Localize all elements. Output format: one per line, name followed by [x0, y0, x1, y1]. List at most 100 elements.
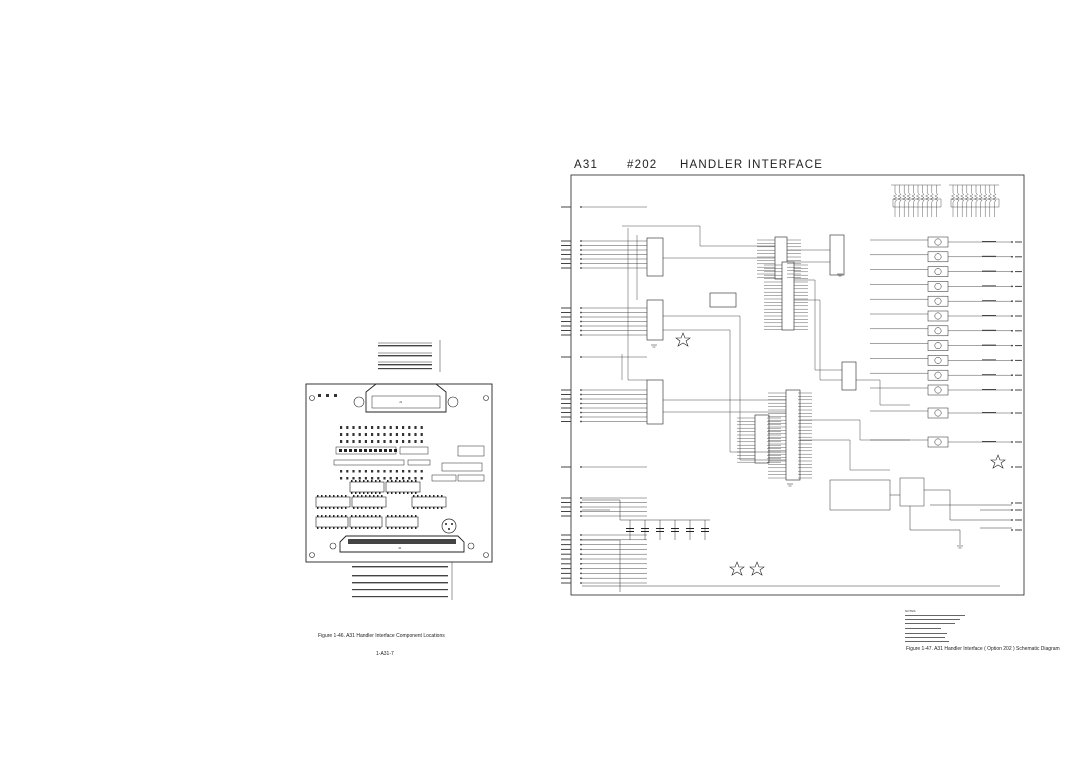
input-pin — [580, 420, 582, 423]
schematic-caption: Figure 1-47. A31 Handler Interface ( Opt… — [906, 646, 1060, 652]
pin-label — [1015, 330, 1022, 332]
ic-pin — [379, 492, 381, 494]
ic-pin — [387, 480, 389, 482]
component-pad — [358, 433, 361, 436]
ic-pin — [345, 507, 347, 509]
input-pin — [580, 548, 582, 551]
ic-pin — [381, 507, 383, 509]
resistor-pad — [344, 449, 347, 452]
component-pad — [371, 440, 374, 443]
pin-label — [561, 407, 571, 409]
component-pad — [377, 433, 380, 436]
component-pad — [340, 470, 343, 473]
ic-pin — [417, 495, 419, 497]
pin-label — [1015, 241, 1022, 243]
output-pin — [1011, 359, 1013, 362]
ic-pin — [341, 527, 343, 529]
pin-label — [1015, 374, 1022, 376]
resistor — [920, 185, 925, 217]
ic-pin — [363, 527, 365, 529]
input-pin — [580, 538, 582, 541]
resistor — [987, 185, 992, 217]
input-pin — [580, 329, 582, 332]
pin-label — [561, 254, 571, 255]
ic-pin — [375, 492, 377, 494]
optocoupler-transistor — [934, 342, 942, 350]
pin-label — [561, 356, 571, 358]
ic-pin — [367, 492, 369, 494]
dip-ic — [385, 516, 419, 528]
pin-label — [561, 515, 571, 517]
ic-pin — [353, 507, 355, 509]
output-pin — [1011, 412, 1013, 414]
component-pad — [377, 470, 380, 473]
pin-label — [561, 240, 571, 242]
pin-label — [1015, 256, 1022, 258]
pin-label — [561, 321, 571, 322]
ic-pin — [317, 515, 319, 517]
pin-label — [1015, 285, 1022, 287]
pin-label — [561, 553, 571, 555]
resistor-pad — [384, 449, 387, 452]
ic-pin — [415, 527, 417, 529]
ic-pin — [429, 495, 431, 497]
ic-pin — [375, 515, 377, 517]
pin-label — [561, 330, 571, 331]
ic-pin — [411, 480, 413, 482]
component-pad — [377, 426, 380, 429]
ic-pin — [391, 515, 393, 517]
pin-label — [561, 558, 571, 560]
optocoupler-transistor — [934, 312, 942, 320]
ic-pin — [407, 515, 409, 517]
component-pad — [358, 440, 361, 443]
component-pad — [358, 470, 361, 473]
ic-pin — [329, 515, 331, 517]
ic-pin — [353, 495, 355, 497]
ic-pin — [329, 527, 331, 529]
component-pad — [340, 440, 343, 443]
signal-label — [982, 359, 996, 361]
component-pad — [408, 433, 411, 436]
ic-pin — [379, 480, 381, 482]
ic-pin — [351, 480, 353, 482]
input-pin — [580, 407, 582, 409]
input-pin — [580, 316, 582, 318]
component-pad — [395, 440, 398, 443]
resistor-pad — [354, 449, 357, 452]
ic-pin — [367, 527, 369, 529]
pin-label — [561, 412, 571, 413]
pin-label — [561, 466, 571, 468]
output-pin — [1011, 502, 1013, 504]
component-pad — [395, 426, 398, 429]
pin-label — [561, 325, 571, 327]
resistor-pad — [374, 449, 377, 452]
component-pad — [377, 477, 380, 480]
output-pin — [1011, 285, 1013, 288]
input-pin — [580, 466, 582, 468]
resistor — [925, 185, 930, 217]
ic-pin — [359, 527, 361, 529]
signal-label — [982, 300, 996, 302]
ic-pin — [329, 495, 331, 497]
ic-pin — [417, 507, 419, 509]
input-pin — [580, 411, 582, 414]
component-pad — [346, 440, 349, 443]
component-pad — [402, 440, 405, 443]
pin-label — [1015, 412, 1022, 414]
optocoupler-transistor — [934, 282, 942, 290]
ic-pin — [361, 507, 363, 509]
resistor-pad — [379, 449, 382, 452]
ic-pin — [337, 495, 339, 497]
ic-pin — [345, 495, 347, 497]
optocoupler-transistor — [934, 371, 942, 379]
resistor — [955, 185, 960, 217]
dip-ic — [349, 516, 383, 528]
ic-pin — [365, 507, 367, 509]
component-pad — [352, 477, 355, 480]
input-pin — [580, 307, 582, 309]
component-pad — [340, 477, 343, 480]
output-pin — [1011, 466, 1013, 468]
component-pad — [383, 477, 386, 480]
ic-pin — [321, 515, 323, 517]
pin-label — [1015, 271, 1022, 273]
